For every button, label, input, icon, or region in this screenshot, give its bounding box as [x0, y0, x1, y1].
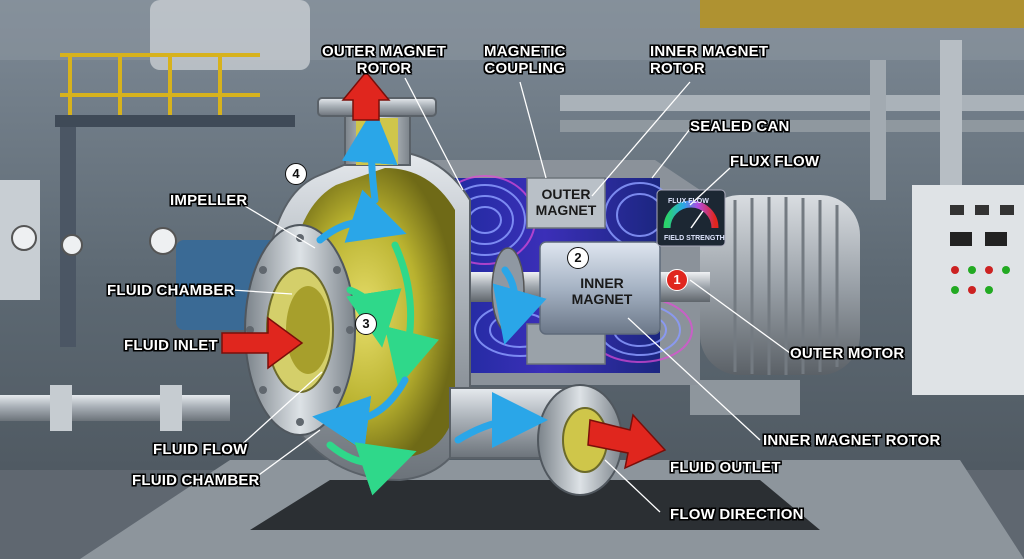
cabinet-buttons	[950, 205, 1014, 294]
pressure-gauge-1	[11, 225, 37, 251]
fluid-flow-arrows	[312, 107, 548, 496]
outer-magnet-text: OUTER MAGNET	[535, 186, 597, 218]
gauge-subtitle: FIELD STRENGTH	[664, 235, 725, 242]
fluid-inlet-arrow	[221, 316, 304, 370]
label-outer-motor: OUTER MOTOR	[790, 345, 905, 362]
label-fluid-inlet: FLUID INLET	[124, 337, 218, 354]
label-inner-magnet-rotor-bottom: INNER MAGNET ROTOR	[763, 432, 941, 449]
label-fluid-flow: FLUID FLOW	[153, 441, 248, 458]
red-arrows	[221, 70, 667, 470]
pressure-gauge-3	[149, 227, 177, 255]
pressure-gauge-2	[61, 234, 83, 256]
background-pipes	[0, 40, 1024, 431]
marker-3: 3	[355, 313, 377, 335]
yellow-railing	[60, 53, 260, 115]
label-magnetic-coupling: MAGNETIC COUPLING	[484, 43, 566, 77]
marker-2: 2	[567, 247, 589, 269]
label-flux-flow: FLUX FLOW	[730, 153, 820, 170]
label-outer-magnet-rotor-top: OUTER MAGNET ROTOR	[322, 43, 447, 77]
label-fluid-chamber-bottom: FLUID CHAMBER	[132, 472, 260, 489]
label-sealed-can: SEALED CAN	[690, 118, 790, 135]
label-flow-direction: FLOW DIRECTION	[670, 506, 804, 523]
label-impeller: IMPELLER	[170, 192, 248, 209]
outer-magnet-rotor-arrow	[341, 70, 391, 121]
label-inner-magnet-rotor-top: INNER MAGNET ROTOR	[650, 43, 769, 77]
gauge-title: FLUX FLOW	[668, 198, 709, 205]
leader-lines	[231, 77, 791, 513]
tank-left	[150, 0, 310, 70]
label-fluid-outlet: FLUID OUTLET	[670, 459, 781, 476]
marker-1: 1	[666, 269, 688, 291]
electric-motor	[690, 195, 860, 415]
label-fluid-chamber-left: FLUID CHAMBER	[107, 282, 235, 299]
outer-magnet-block	[526, 177, 606, 229]
marker-4: 4	[285, 163, 307, 185]
inlet-flange	[244, 224, 356, 436]
fluid-outlet-arrow	[587, 413, 667, 470]
inner-magnet-text: INNER MAGNET	[571, 275, 633, 307]
